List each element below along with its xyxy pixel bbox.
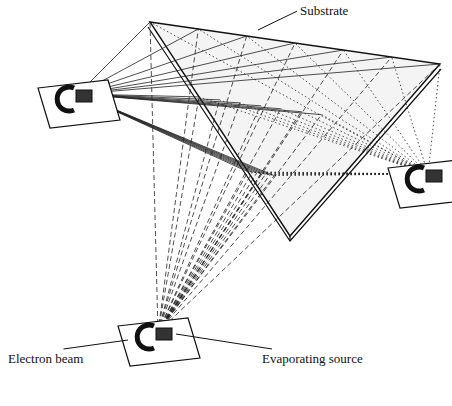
vapor-flux xyxy=(150,22,440,176)
evaporating-source xyxy=(76,90,92,102)
vapor-flux xyxy=(150,22,440,332)
leader-line xyxy=(176,334,272,349)
source-platform xyxy=(118,318,200,366)
evaporating-source xyxy=(156,328,172,340)
leader-line xyxy=(63,340,128,349)
substrate-edge xyxy=(289,236,290,241)
part-label: Substrate xyxy=(300,4,348,18)
substrate-edge xyxy=(148,27,441,241)
part-label: Evaporating source xyxy=(262,352,363,366)
leader-line xyxy=(258,11,297,30)
source-platform xyxy=(38,80,120,128)
electron-gun xyxy=(407,167,424,191)
electron-gun xyxy=(57,87,74,111)
evaporating-source xyxy=(426,170,442,182)
vapor-flux xyxy=(78,22,440,176)
source-platform xyxy=(388,160,452,208)
part-label: Electron beam xyxy=(8,352,83,366)
electron-gun xyxy=(137,325,154,349)
